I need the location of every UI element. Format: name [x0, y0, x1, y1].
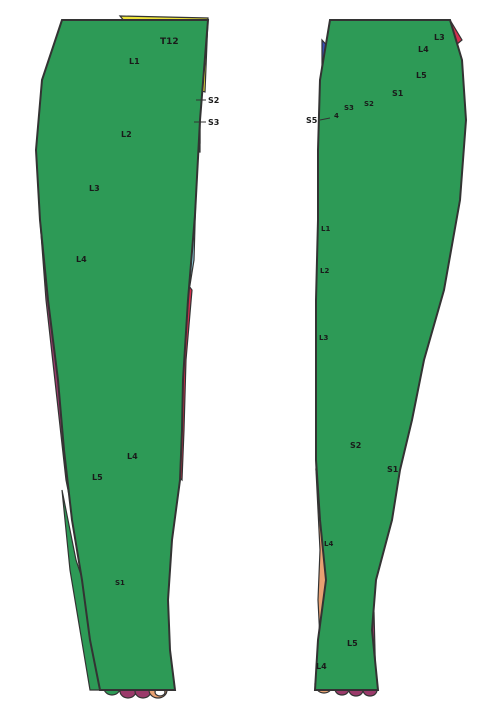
posterior-label-l2: L2 [320, 267, 329, 275]
anterior-label-s2: S2 [208, 96, 219, 105]
posterior-label-l1: L1 [321, 225, 330, 233]
anterior-label-s1: S1 [115, 579, 125, 587]
posterior-label-l4-ankle: L4 [324, 540, 333, 548]
posterior-label-s1-calf: S1 [387, 465, 399, 474]
posterior-label-s4: 4 [334, 112, 339, 120]
anterior-label-s3: S3 [208, 118, 219, 127]
posterior-leg: L3 L4 L5 S1 S2 S3 4 S5 L1 L2 L3 S2 S1 L4… [306, 20, 466, 696]
anterior-label-l4-thigh: L4 [76, 255, 87, 264]
posterior-label-s2-top: S2 [364, 100, 374, 108]
anterior-label-l2: L2 [121, 130, 132, 139]
posterior-label-l5-foot: L5 [347, 639, 358, 648]
posterior-label-s3-top: S3 [344, 104, 354, 112]
posterior-label-l3-mid: L3 [319, 334, 328, 342]
anterior-label-l4-shin: L4 [127, 452, 138, 461]
posterior-label-l3-top: L3 [434, 33, 445, 42]
posterior-label-l4-foot: L4 [316, 662, 327, 671]
anterior-leg: T12 L1 L2 L3 L4 L4 L5 S2 S3 S1 [36, 16, 219, 698]
anterior-label-l5: L5 [92, 473, 103, 482]
posterior-label-l5-top: L5 [416, 71, 427, 80]
anterior-label-l1: L1 [129, 57, 140, 66]
posterior-label-s2-calf: S2 [350, 441, 361, 450]
anterior-label-l3: L3 [89, 184, 100, 193]
posterior-label-s1-top: S1 [392, 89, 404, 98]
posterior-label-s5: S5 [306, 116, 318, 125]
anterior-label-t12: T12 [160, 37, 179, 47]
posterior-label-l4-top: L4 [418, 45, 429, 54]
